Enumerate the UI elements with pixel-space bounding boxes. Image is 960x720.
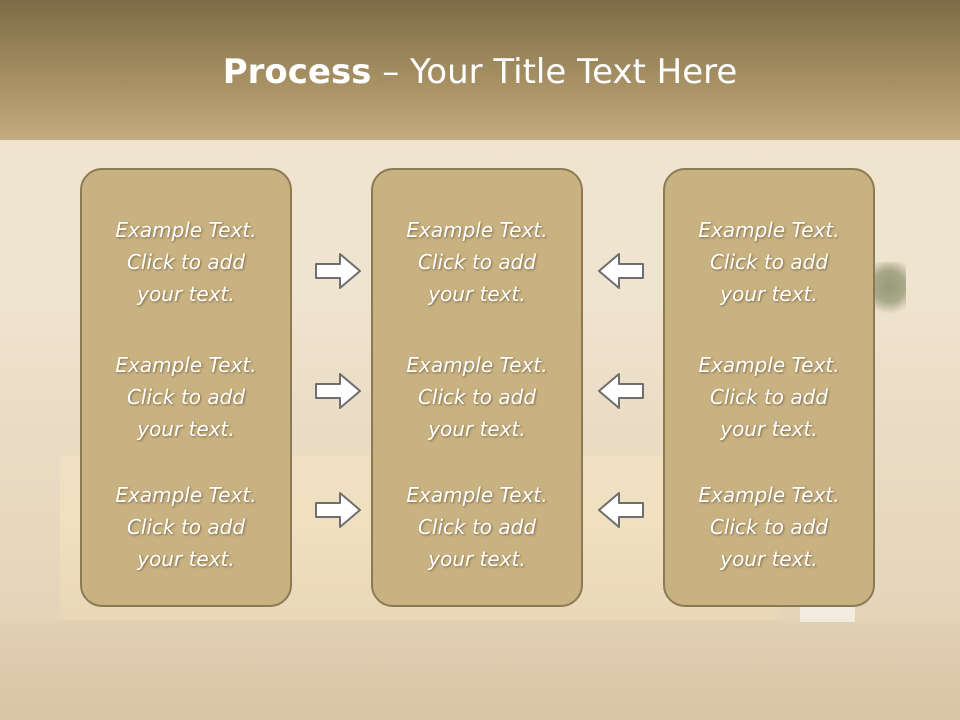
background-floor <box>0 620 960 720</box>
text-line: Example Text. <box>406 218 548 242</box>
text-line: Example Text. <box>115 483 257 507</box>
text-line: Example Text. <box>115 218 257 242</box>
title-rest: – Your Title Text Here <box>371 52 738 92</box>
text-line: Click to add <box>126 250 246 274</box>
text-line: Example Text. <box>698 483 840 507</box>
text-line: your text. <box>137 547 235 571</box>
center-panel[interactable]: Example Text. Click to add your text. Ex… <box>371 168 583 607</box>
left-arrow-icon <box>598 373 644 409</box>
text-block[interactable]: Example Text. Click to add your text. <box>373 349 581 445</box>
text-block[interactable]: Example Text. Click to add your text. <box>665 214 873 310</box>
text-block[interactable]: Example Text. Click to add your text. <box>82 214 290 310</box>
text-line: Click to add <box>126 515 246 539</box>
text-line: Example Text. <box>698 218 840 242</box>
text-line: your text. <box>137 417 235 441</box>
text-line: Click to add <box>709 385 829 409</box>
text-line: Click to add <box>417 515 537 539</box>
right-arrow-icon <box>315 253 361 289</box>
text-line: your text. <box>720 417 818 441</box>
text-line: your text. <box>428 282 526 306</box>
right-arrow-icon <box>315 373 361 409</box>
text-block[interactable]: Example Text. Click to add your text. <box>82 349 290 445</box>
text-line: your text. <box>428 417 526 441</box>
text-block[interactable]: Example Text. Click to add your text. <box>665 349 873 445</box>
text-line: your text. <box>720 282 818 306</box>
text-line: Click to add <box>709 250 829 274</box>
text-line: Example Text. <box>115 353 257 377</box>
plant-icon <box>872 262 906 322</box>
text-block[interactable]: Example Text. Click to add your text. <box>373 479 581 575</box>
text-line: Click to add <box>417 250 537 274</box>
slide-title[interactable]: Process – Your Title Text Here <box>0 52 960 92</box>
text-line: your text. <box>137 282 235 306</box>
left-arrow-icon <box>598 253 644 289</box>
text-line: your text. <box>720 547 818 571</box>
left-panel[interactable]: Example Text. Click to add your text. Ex… <box>80 168 292 607</box>
right-panel[interactable]: Example Text. Click to add your text. Ex… <box>663 168 875 607</box>
text-line: Example Text. <box>698 353 840 377</box>
text-block[interactable]: Example Text. Click to add your text. <box>82 479 290 575</box>
title-bar <box>0 0 960 140</box>
text-line: Click to add <box>126 385 246 409</box>
text-block[interactable]: Example Text. Click to add your text. <box>665 479 873 575</box>
text-line: Example Text. <box>406 353 548 377</box>
left-arrow-icon <box>598 492 644 528</box>
right-arrow-icon <box>315 492 361 528</box>
text-line: Click to add <box>709 515 829 539</box>
title-bold: Process <box>222 52 372 92</box>
text-line: Click to add <box>417 385 537 409</box>
text-line: Example Text. <box>406 483 548 507</box>
text-block[interactable]: Example Text. Click to add your text. <box>373 214 581 310</box>
text-line: your text. <box>428 547 526 571</box>
